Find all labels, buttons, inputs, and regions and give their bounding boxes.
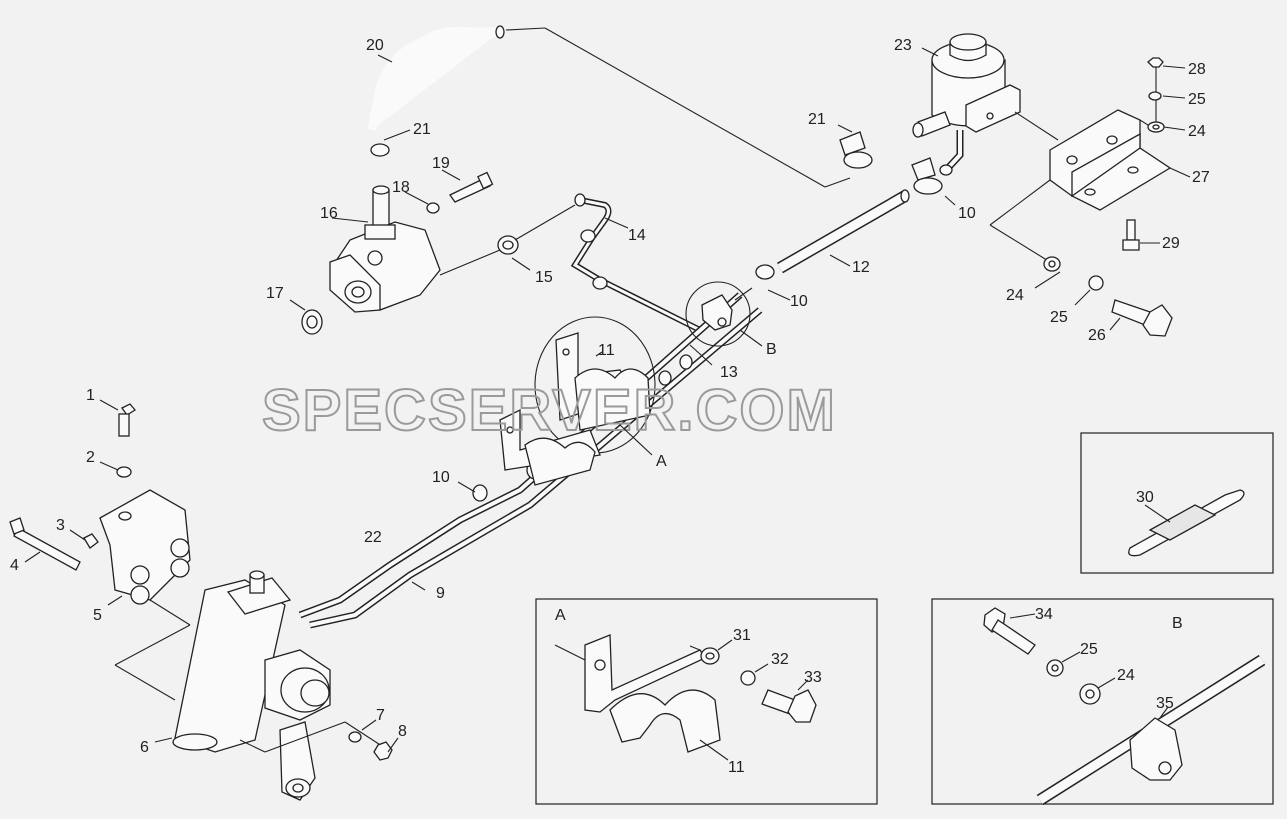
callout-14: 14 (628, 227, 646, 244)
callout-10-hose: 10 (790, 293, 808, 310)
watermark: SPECSERVER.COM (262, 378, 837, 443)
callout-9: 9 (436, 585, 445, 602)
callout-28: 28 (1188, 61, 1206, 78)
callout-18: 18 (392, 179, 410, 196)
inset-detail-b: B 34 25 24 35 (931, 598, 1274, 806)
callout-10-reservoir: 10 (958, 205, 976, 222)
callout-numbers: 1 2 3 4 5 6 7 8 9 10 11 12 13 14 15 16 1… (10, 37, 1210, 756)
steering-gear-assembly (9, 403, 393, 801)
callout-17: 17 (266, 285, 284, 302)
callout-13: 13 (720, 364, 738, 381)
oil-reservoir-23 (912, 33, 1059, 176)
callout-34: 34 (1035, 606, 1053, 623)
detail-label-a-inset: A (555, 607, 566, 624)
callout-10-lower: 10 (432, 469, 450, 486)
callout-2: 2 (86, 449, 95, 466)
callout-26: 26 (1088, 327, 1106, 344)
callout-3: 3 (56, 517, 65, 534)
callout-21-pump: 21 (413, 121, 431, 138)
callout-11-inset: 11 (728, 759, 745, 776)
callout-24-top: 24 (1188, 123, 1206, 140)
callout-23: 23 (894, 37, 912, 54)
pressure-pipe-14 (570, 193, 702, 333)
leader-lines (24, 47, 1186, 753)
reservoir-bracket-27 (989, 65, 1191, 263)
callout-5: 5 (93, 607, 102, 624)
callout-35: 35 (1156, 695, 1174, 712)
bolts-24-29 (1043, 57, 1173, 337)
inset-detail-a: A 31 32 33 11 (535, 598, 878, 805)
detail-label-a-main: A (656, 453, 667, 470)
callout-33: 33 (804, 669, 822, 686)
callout-24-lower: 24 (1006, 287, 1024, 304)
callout-25-inset: 25 (1080, 641, 1098, 658)
detail-label-b-inset: B (1172, 615, 1183, 632)
detail-circle-a (499, 316, 656, 486)
suction-hose-12 (777, 189, 910, 274)
detail-circle-b (685, 281, 753, 347)
callout-1: 1 (86, 387, 95, 404)
callout-15: 15 (535, 269, 553, 286)
callout-4: 4 (10, 557, 19, 574)
callout-12: 12 (852, 259, 870, 276)
callout-7: 7 (376, 707, 385, 724)
detail-label-b-main: B (766, 341, 777, 358)
callout-27: 27 (1192, 169, 1210, 186)
hose-20 (367, 25, 851, 188)
callout-11-main: 11 (598, 342, 615, 359)
callout-21-reservoir: 21 (808, 111, 826, 128)
callout-8: 8 (398, 723, 407, 740)
callout-16: 16 (320, 205, 338, 222)
callout-19: 19 (432, 155, 450, 172)
callout-30: 30 (1136, 489, 1154, 506)
callout-25-top: 25 (1188, 91, 1206, 108)
callout-6: 6 (140, 739, 149, 756)
inset-part-30: 30 (1080, 432, 1274, 574)
callout-20: 20 (366, 37, 384, 54)
callout-29: 29 (1162, 235, 1180, 252)
callout-32: 32 (771, 651, 789, 668)
hose-clamps (755, 131, 943, 280)
callout-25-lower: 25 (1050, 309, 1068, 326)
callout-31: 31 (733, 627, 751, 644)
callout-24-inset: 24 (1117, 667, 1135, 684)
power-steering-pump (301, 143, 576, 335)
callout-22: 22 (364, 529, 382, 546)
